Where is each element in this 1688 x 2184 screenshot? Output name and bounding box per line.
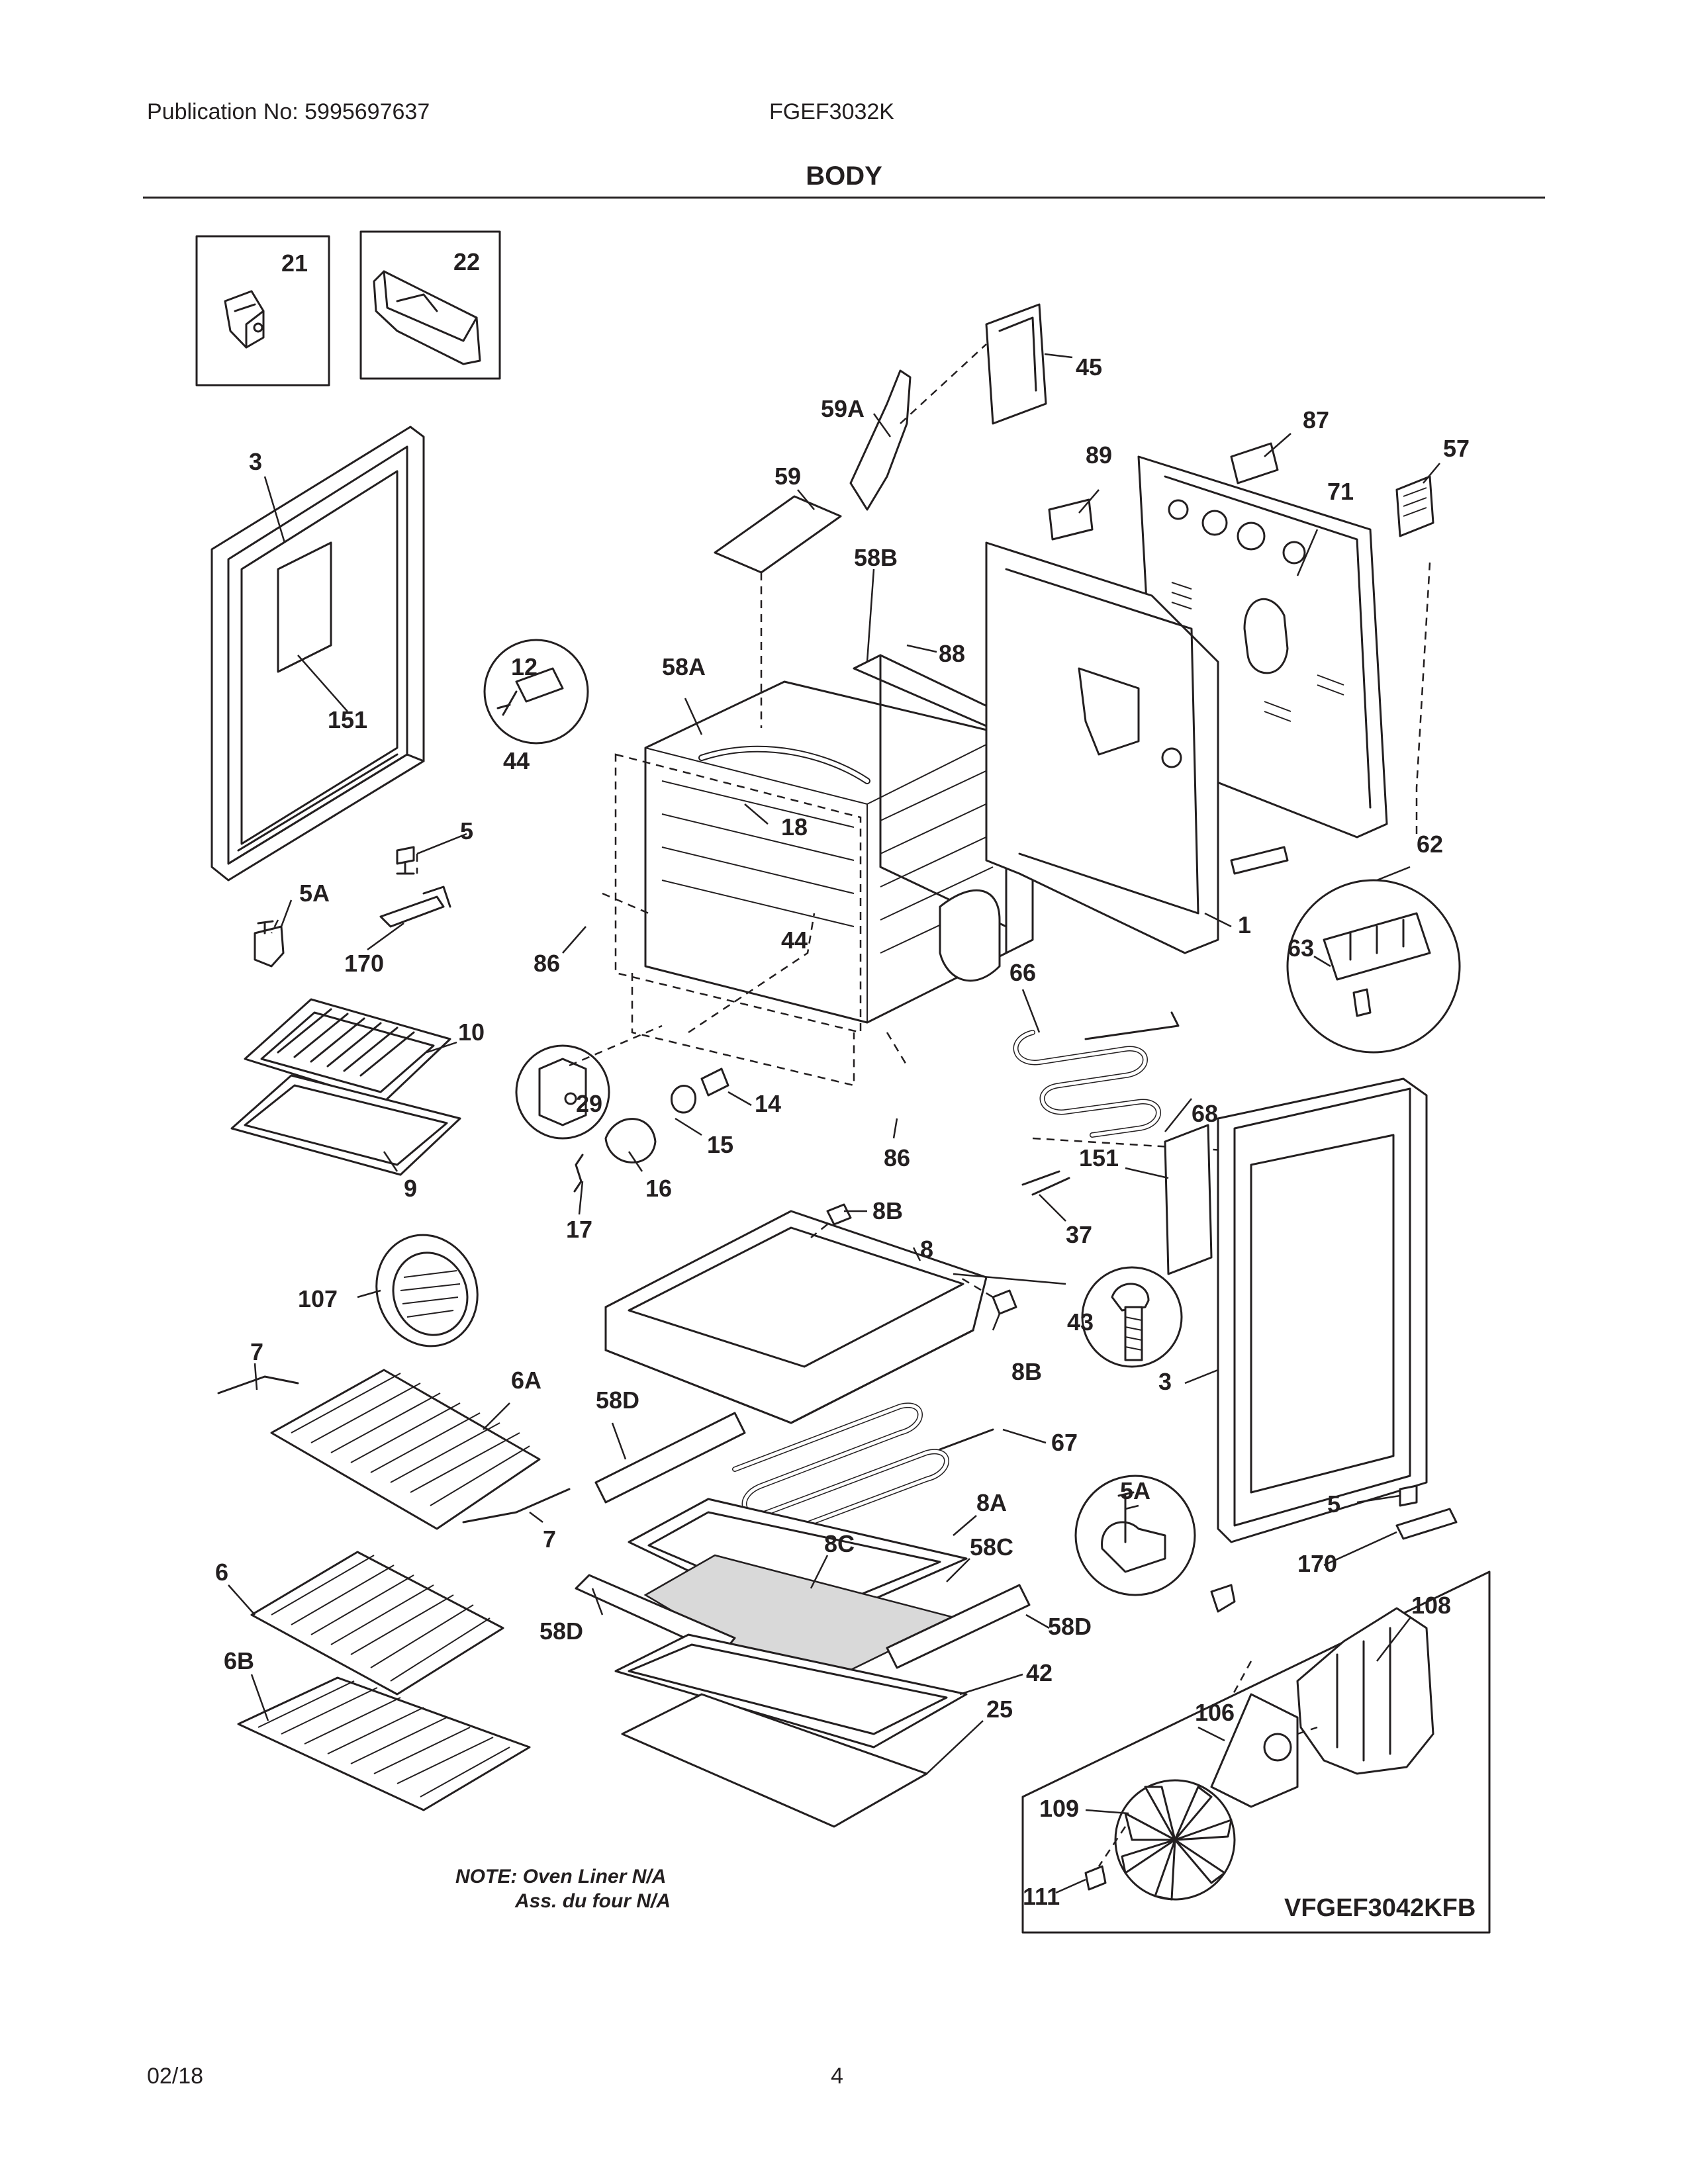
callout-label: 57 [1443,435,1470,462]
callout-label: 15 [707,1131,733,1158]
assembly-guide-lines [270,343,1431,1867]
oven-liner-note-french: Ass. du four N/A [514,1890,671,1912]
right-side-panel [1021,1077,1428,1543]
callout-label: 3 [1158,1368,1172,1395]
revision-date: 02/18 [147,2064,204,2089]
callout-label: 12 [511,653,538,680]
back-panels [985,455,1388,954]
callout-label: 89 [1086,441,1112,469]
vent-duct [714,303,1047,574]
part-22-inset [359,230,501,380]
publication-number: Publication No: 5995697637 [147,99,430,124]
leader-lines [228,353,1440,1894]
callout-label: 67 [1051,1429,1078,1456]
oven-racks [217,1369,571,1811]
callout-label: 59A [821,395,865,422]
callout-label: 22 [453,248,480,275]
callout-label: 17 [566,1216,592,1243]
callout-label: 44 [781,927,808,954]
callout-label: 151 [328,706,367,733]
section-title: BODY [806,161,882,191]
insulation-blanket [853,654,1034,982]
callout-label: 170 [344,950,384,977]
callout-label: 62 [1417,831,1443,858]
callout-label: 66 [1009,959,1036,986]
callout-label: 29 [576,1090,602,1117]
callout-label: 86 [884,1144,910,1171]
callout-label: 6A [511,1367,541,1394]
callout-label: 7 [543,1525,556,1553]
header-divider [143,197,1545,199]
callout-label: 58D [1048,1613,1092,1640]
callout-label: 3 [249,448,262,475]
subassembly-model-label: VFGEF3042KFB [1284,1894,1476,1922]
callout-label: 8B [1011,1358,1042,1385]
callout-label: 109 [1039,1795,1079,1822]
bottom-tray [604,1203,1183,1424]
oven-light-parts [483,639,729,1193]
callout-label: 43 [1067,1308,1094,1336]
callout-label: 25 [986,1696,1013,1723]
callout-label: 108 [1411,1592,1451,1619]
convection-cover [375,1234,479,1347]
callout-label: 16 [645,1175,672,1202]
broiler-pan [230,998,461,1176]
oven-cavity [614,680,1008,1087]
callout-label: 1 [1238,911,1251,938]
callout-label: 58B [854,544,898,571]
callout-label: 37 [1066,1221,1092,1248]
lower-bake-assembly [575,1402,1031,1828]
callout-label: 8B [872,1197,903,1224]
callout-label: 68 [1192,1100,1218,1127]
callout-label: 58C [970,1533,1013,1561]
callout-label: 63 [1288,934,1314,962]
callout-label: 87 [1303,406,1329,433]
broil-element [1013,1011,1245,1153]
callout-label: 58A [662,653,706,680]
callout-label: 170 [1297,1550,1337,1577]
callout-label: 5 [460,817,473,844]
callout-label: 7 [250,1338,263,1365]
callout-label: 58D [539,1617,583,1645]
callout-label: 9 [404,1175,417,1202]
callout-label: 10 [458,1019,485,1046]
callout-label: 5A [1120,1477,1150,1504]
left-side-panel [211,426,425,882]
callout-label: 6B [224,1647,254,1674]
callout-label: 111 [1023,1883,1060,1910]
callout-label: 8C [824,1530,855,1557]
callout-label: 58D [596,1387,639,1414]
callout-label: 8A [976,1489,1007,1516]
callout-label: 8 [920,1236,933,1263]
part-29-inset [515,1044,610,1140]
callout-label: 88 [939,640,965,667]
callout-label: 86 [534,950,560,977]
callout-label: 107 [298,1285,338,1312]
callout-label: 106 [1195,1699,1235,1726]
callout-label: 6 [215,1559,228,1586]
part-62-inset [1230,846,1461,1054]
callout-label: 21 [281,250,308,277]
callout-label: 42 [1026,1659,1053,1686]
callout-label: 14 [755,1090,781,1117]
convection-fan-kit [1021,1570,1491,1934]
callout-label: 45 [1076,353,1102,381]
page-number: 4 [831,2064,843,2089]
callout-label: 5A [299,880,330,907]
callout-label: 18 [781,813,808,841]
callout-label: 5 [1327,1490,1340,1518]
left-leveler-parts [254,846,451,968]
callout-label: 151 [1079,1144,1119,1171]
callout-label: 59 [774,463,801,490]
model-number: FGEF3032K [769,99,894,124]
callout-label: 44 [503,747,530,774]
callout-label: 71 [1327,478,1354,505]
part-21-inset [195,235,330,387]
oven-liner-note: NOTE: Oven Liner N/A [455,1866,666,1888]
right-leveler-parts [1074,1475,1458,1613]
callout-labels: 21 22 45 59A 87 57 3 89 59 71 58B 88 12 … [215,248,1470,1910]
